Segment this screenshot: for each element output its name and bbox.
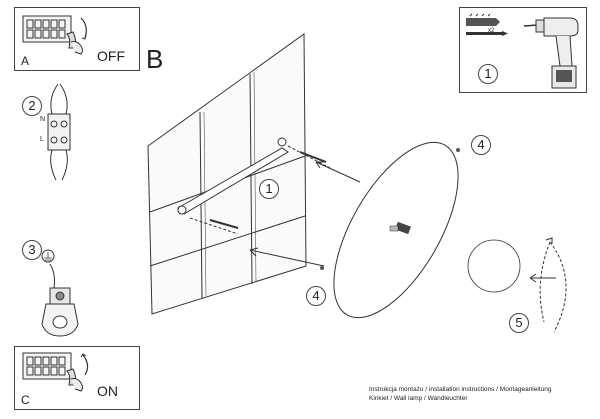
lamp-shade [333,141,459,319]
terminal-l-label: L [40,136,44,143]
step5-callout: 5 [509,313,529,333]
panel-c-letter: C [21,393,30,407]
mounting-bracket [177,137,331,235]
switch-on-icon [22,352,89,392]
main-section-letter: B [146,44,164,74]
panel-a-action-label: OFF [97,48,125,64]
switch-off-icon [22,15,87,55]
step4-lower-callout: 4 [306,286,326,306]
bulb-disk [467,239,521,293]
panel-c-switch-on: C ON [14,346,140,410]
arrow-lower-icon [249,247,325,267]
arrow-upper-icon [315,161,361,183]
terminal-n-label: N [40,116,46,123]
drill-icon [523,17,579,89]
panel-a-switch-off: A OFF [14,7,140,71]
footer-instructions: Instrukcja montażu / installation instru… [369,386,552,393]
screw-lower-icon [320,266,324,270]
step4-upper-callout: 4 [471,135,491,155]
rotate-arrow-icon [529,237,567,333]
step2-callout: 2 [22,96,42,116]
step1-tools-callout: 1 [478,64,498,84]
panel-c-action-label: ON [97,383,118,399]
wall-plug-screw-icon [466,13,508,36]
terminal-block-icon [47,83,71,181]
tools-panel: x2 1 [459,7,587,93]
screw-upper-icon [456,148,460,152]
footer-product: Kinkiet / Wall lamp / Wandleuchter [369,395,468,402]
step1-wall-callout: 1 [259,179,279,199]
tools-qty-label: x2 [488,28,495,34]
ground-terminal-icon [41,249,79,337]
step3-callout: 3 [22,240,42,260]
panel-a-letter: A [21,54,30,68]
